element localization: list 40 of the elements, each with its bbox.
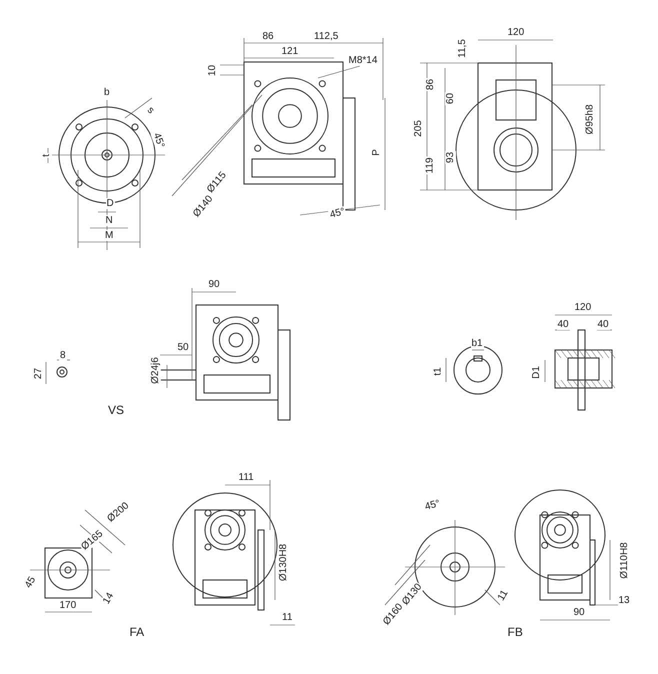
dimension-label: 40 [556,318,570,330]
dimension-label: 40 [596,318,610,330]
dimension-label: t1 [432,366,444,376]
dimension-label: D1 [530,364,542,380]
dimension-label: M [104,230,114,240]
dimension-label: 111 [238,472,255,482]
view-label: FB [506,626,524,638]
dimension-label: 86 [262,30,275,42]
dimension-label: 120 [506,26,526,38]
dimension-label: b1 [470,338,484,348]
dimension-label: Ø95h8 [584,102,596,136]
dimension-label: P [370,148,382,156]
view-label: VS [107,404,126,416]
dimension-label: 13 [618,594,631,606]
dimension-label: 11 [281,612,294,622]
dimension-label: M8*14 [348,54,378,66]
dimension-label: 90 [572,606,586,618]
view-label: FA [128,626,146,638]
dimension-label: 121 [280,46,300,56]
dimension-label: 119 [424,156,436,174]
dimension-label: 27 [32,366,44,380]
dimension-label: 205 [412,118,424,138]
dimension-label: t [40,152,52,158]
dimension-label: 60 [444,91,456,105]
dimension-label: Ø130H8 [278,542,289,582]
dimension-label: Ø110H8 [618,540,630,580]
dimension-label: 120 [574,302,592,312]
dimension-label: D [106,198,115,208]
dimension-label: b [103,86,111,98]
dimension-label: 11,5 [456,38,468,58]
dimension-label: 170 [58,600,78,610]
dimension-label: 86 [424,77,436,91]
dimension-label: 93 [444,150,456,164]
dimension-label: 112,5 [313,30,340,42]
dimension-label: 10 [206,63,218,77]
dimension-label: 8 [59,350,67,360]
dimension-label: 90 [208,278,221,290]
dimension-label: N [104,214,114,226]
dimension-label: 50 [176,342,190,352]
dimension-label: Ø24j6 [149,356,160,384]
